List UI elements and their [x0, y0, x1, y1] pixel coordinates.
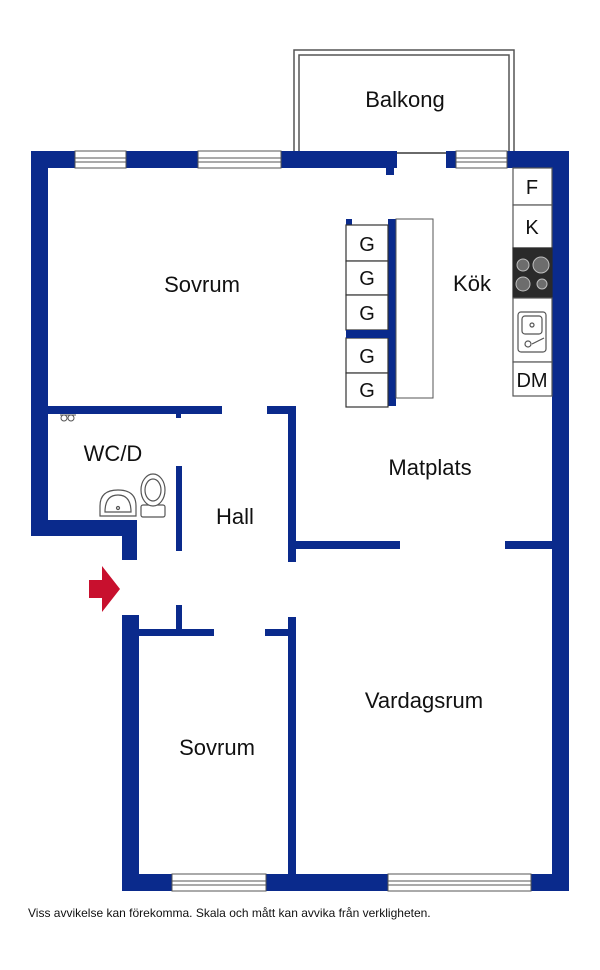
room-label-hall: Hall [216, 504, 254, 529]
room-label-kok: Kök [453, 271, 492, 296]
freezer-label: K [525, 217, 539, 239]
toilet-icon [140, 473, 166, 518]
stove-icon [515, 256, 550, 292]
windows [74, 150, 532, 892]
disclaimer-text: Viss avvikelse kan förekomma. Skala och … [28, 906, 431, 920]
room-label-sovrum-top: Sovrum [164, 272, 240, 297]
wardrobe-label: G [359, 346, 375, 368]
walls [31, 151, 569, 891]
room-label-matplats: Matplats [388, 455, 471, 480]
room-label-wcd: WC/D [84, 441, 143, 466]
tap-icon [60, 414, 76, 422]
floor-plan: G G G G G F K DM [31, 49, 569, 892]
fridge-label: F [526, 177, 538, 199]
washbasin-icon [99, 489, 137, 517]
wardrobe-label: G [359, 234, 375, 256]
room-label-vardagsrum: Vardagsrum [365, 688, 483, 713]
wardrobes [345, 224, 389, 408]
wardrobe-label: G [359, 380, 375, 402]
entrance-arrow-icon [89, 566, 120, 612]
kitchen-island [395, 218, 434, 399]
room-label-sovrum-bottom: Sovrum [179, 735, 255, 760]
sink-icon [517, 311, 547, 353]
wardrobe-label: G [359, 303, 375, 325]
wardrobe-divider [346, 330, 394, 338]
dishwasher-label: DM [516, 370, 547, 392]
room-label-balkong: Balkong [365, 87, 445, 112]
wardrobe-label: G [359, 268, 375, 290]
balcony [293, 49, 515, 154]
